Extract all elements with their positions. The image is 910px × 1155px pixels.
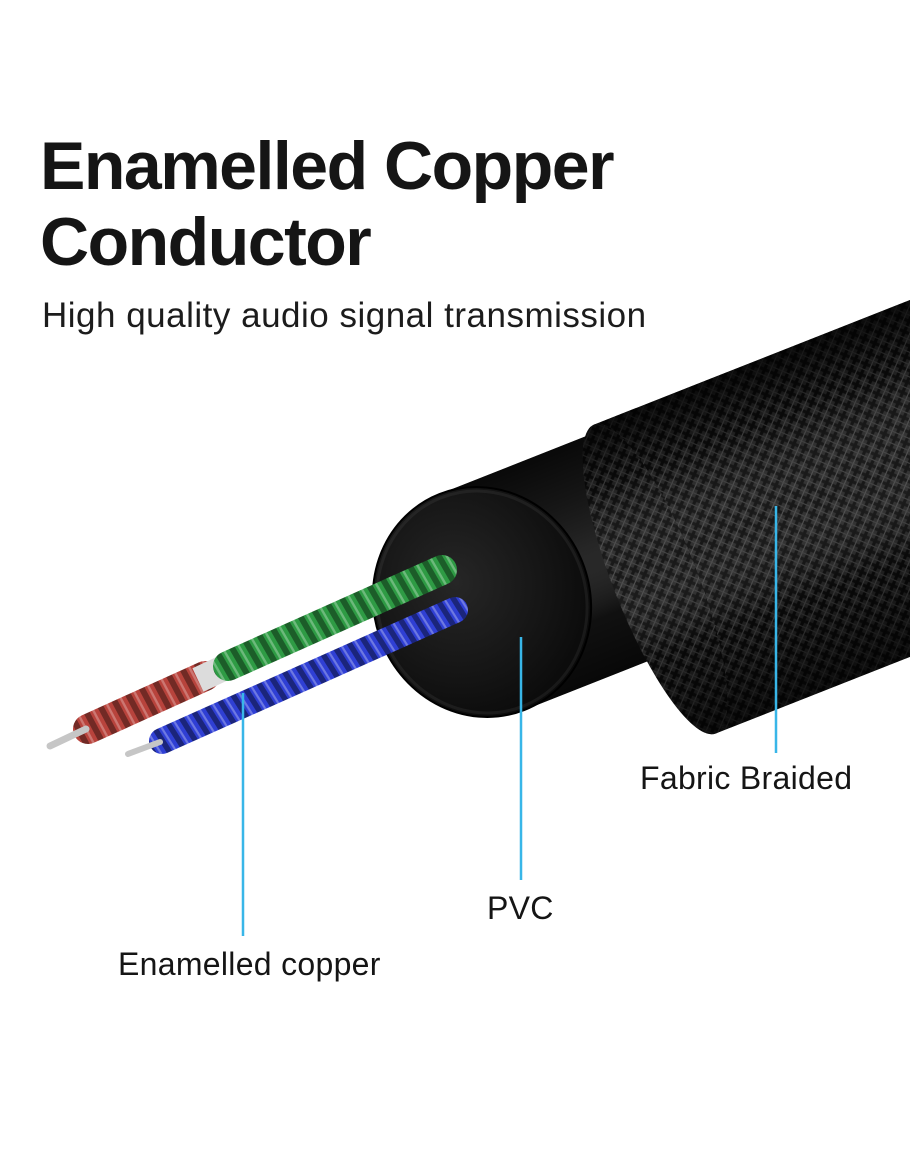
- braid-end-collar: [582, 423, 728, 735]
- label-fabric-braided: Fabric Braided: [640, 760, 853, 796]
- wire-red-bare-tip: [46, 725, 90, 750]
- label-enamelled-copper: Enamelled copper: [118, 946, 381, 982]
- wire-green: [213, 555, 457, 681]
- fabric-braided-sleeve: [582, 299, 910, 735]
- title-line-1: Enamelled Copper: [40, 128, 615, 204]
- subtitle: High quality audio signal transmission: [42, 296, 647, 336]
- wire-blue: [149, 597, 468, 754]
- label-pvc: PVC: [487, 890, 554, 926]
- callout-lines: [241, 506, 778, 936]
- wire-red: [73, 661, 220, 744]
- wires: [46, 555, 468, 757]
- page-title: Enamelled Copper Conductor: [40, 128, 880, 280]
- header: Enamelled Copper Conductor High quality …: [40, 128, 880, 336]
- wire-blue-bare-tip: [125, 739, 163, 757]
- title-line-2: Conductor: [40, 204, 372, 281]
